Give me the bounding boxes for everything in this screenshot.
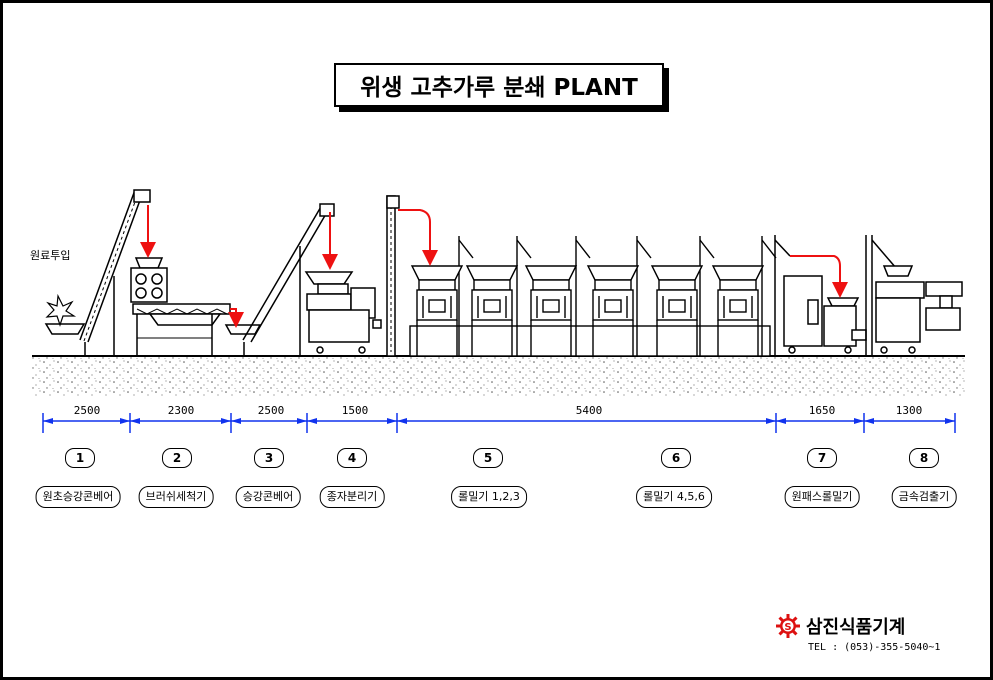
equipment-label: 브러쉬세척기 xyxy=(138,486,214,508)
section-number: 2 xyxy=(162,448,192,468)
flow-arrows xyxy=(140,205,848,328)
equipment-label: 원패스롤밀기 xyxy=(784,486,860,508)
dimension-value: 1300 xyxy=(895,404,923,417)
brush-washer xyxy=(130,257,231,356)
dimension-line xyxy=(42,413,956,433)
equipment-label: 승강콘베어 xyxy=(235,486,301,508)
section-number: 3 xyxy=(254,448,284,468)
diagram-title: 위생 고추가루 분쇄 PLANT xyxy=(334,63,664,107)
dimension-value: 1650 xyxy=(808,404,836,417)
section-number: 7 xyxy=(807,448,837,468)
section-number: 6 xyxy=(661,448,691,468)
roll-mill-unit xyxy=(524,265,578,356)
section-number: 1 xyxy=(65,448,95,468)
equipment-label: 롤밀기 4,5,6 xyxy=(636,486,712,508)
feed-input-label: 원료투입 xyxy=(30,249,71,262)
equipment-label: 원초승강콘베어 xyxy=(35,486,121,508)
one-pass-roll-mill xyxy=(774,235,867,356)
dimension-value: 2500 xyxy=(257,404,285,417)
roll-mill-unit xyxy=(711,265,765,356)
logo-letter: S xyxy=(784,622,791,633)
equipment-label: 종자분리기 xyxy=(319,486,385,508)
raw-lift-conveyor xyxy=(44,189,151,357)
company-logo-icon: S xyxy=(776,614,800,638)
company-phone: TEL : (053)-355-5040~1 xyxy=(808,642,941,653)
seed-separator xyxy=(304,271,382,354)
section-number: 4 xyxy=(337,448,367,468)
section-number: 8 xyxy=(909,448,939,468)
burst-icon xyxy=(45,293,77,327)
ground xyxy=(32,355,965,397)
roll-mill-unit xyxy=(465,265,519,356)
equipment-label: 금속검출기 xyxy=(891,486,957,508)
dimension-value: 2300 xyxy=(167,404,195,417)
roll-mill-unit xyxy=(410,265,464,356)
roll-mill-line xyxy=(409,236,777,357)
dimension-value: 2500 xyxy=(73,404,101,417)
section-number: 5 xyxy=(473,448,503,468)
metal-detector xyxy=(865,235,963,356)
bucket-elevator xyxy=(386,195,400,357)
roll-mill-unit xyxy=(650,265,704,356)
dimension-value: 1500 xyxy=(341,404,369,417)
equipment-label: 롤밀기 1,2,3 xyxy=(451,486,527,508)
company-name: 삼진식품기계 xyxy=(806,617,906,638)
dimension-value: 5400 xyxy=(575,404,603,417)
roll-mill-unit xyxy=(586,265,640,356)
